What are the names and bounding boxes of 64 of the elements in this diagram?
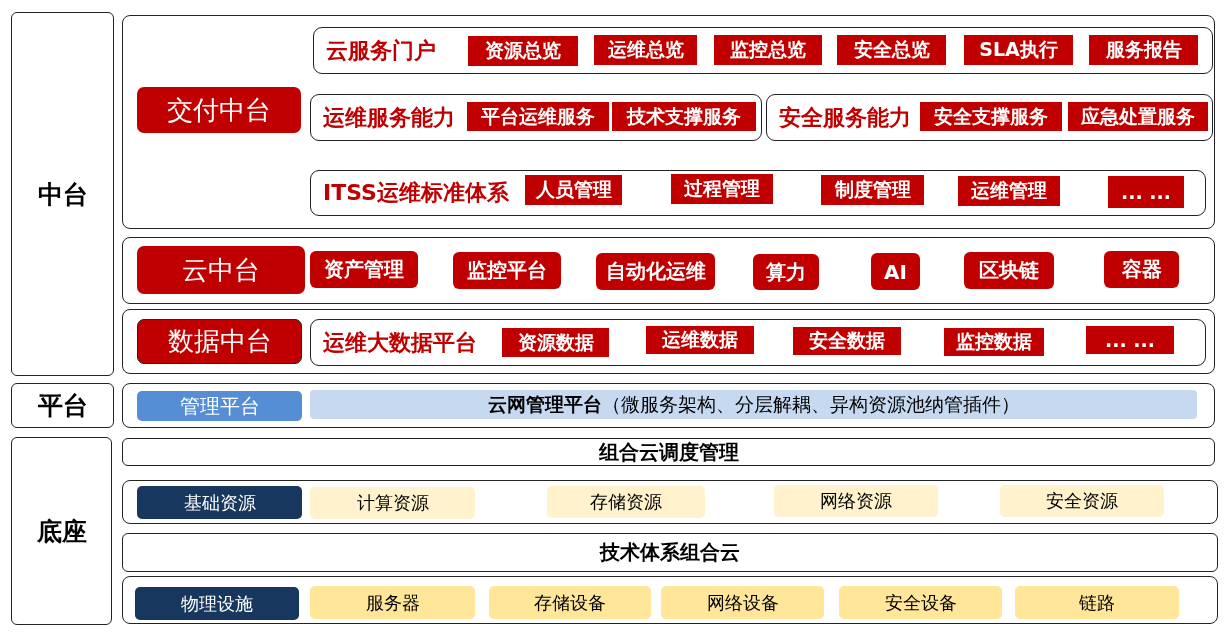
feature-tag: 资源总览 — [468, 36, 578, 66]
feature-tag: 安全总览 — [837, 35, 946, 65]
feature-tag: 技术支撑服务 — [612, 102, 756, 131]
resource-tag: 安全设备 — [839, 586, 1002, 619]
module-title: 数据中台 — [137, 319, 302, 364]
feature-tag: 过程管理 — [671, 174, 773, 204]
feature-tag: 监控数据 — [944, 328, 1044, 356]
service-tag: 监控平台 — [453, 252, 561, 289]
capability-row — [313, 27, 1213, 74]
layer-panel — [122, 576, 1218, 624]
service-tag: AI — [871, 253, 920, 290]
capability-row — [310, 170, 1206, 216]
resource-tag: 网络设备 — [661, 586, 824, 619]
layer-panel — [122, 15, 1215, 229]
resource-tag: 存储资源 — [547, 486, 705, 518]
feature-tag: 安全支撑服务 — [920, 102, 1062, 131]
category-title: 物理设施 — [135, 587, 299, 620]
layer-panel — [122, 237, 1215, 304]
service-tag: 区块链 — [964, 252, 1054, 289]
resource-tag: 计算资源 — [310, 487, 475, 519]
module-title: 交付中台 — [137, 87, 301, 133]
module-title: 云中台 — [137, 246, 305, 294]
layer-panel — [122, 480, 1218, 524]
layer-bar: 技术体系组合云 — [122, 533, 1218, 572]
feature-tag: 制度管理 — [821, 175, 924, 205]
feature-tag: 人员管理 — [525, 175, 622, 205]
row-heading: ITSS运维标准体系 — [323, 180, 509, 206]
feature-tag: 运维管理 — [958, 176, 1060, 206]
feature-tag: 运维数据 — [646, 326, 754, 354]
service-tag: 自动化运维 — [596, 253, 715, 290]
resource-tag: 服务器 — [310, 586, 475, 619]
capability-row — [310, 319, 1206, 366]
feature-tag: 安全数据 — [793, 327, 901, 355]
layer-label: 底座 — [11, 437, 112, 625]
resource-tag: 安全资源 — [1000, 485, 1164, 517]
row-heading: 安全服务能力 — [779, 104, 911, 131]
feature-tag: 监控总览 — [714, 35, 822, 65]
layer-label: 平台 — [11, 383, 114, 428]
row-heading: 云服务门户 — [326, 37, 436, 64]
service-tag: 算力 — [753, 254, 819, 290]
feature-tag: ... ... — [1108, 176, 1184, 208]
layer-label: 中台 — [11, 12, 114, 376]
category-title: 基础资源 — [137, 486, 302, 519]
feature-tag: 资源数据 — [502, 328, 609, 357]
layer-panel — [122, 309, 1215, 374]
row-heading: 运维大数据平台 — [323, 329, 477, 356]
feature-tag: 运维总览 — [594, 35, 697, 65]
resource-tag: 链路 — [1015, 586, 1179, 619]
resource-tag: 网络资源 — [774, 485, 938, 517]
feature-tag: 应急处置服务 — [1068, 102, 1208, 131]
module-title: 管理平台 — [137, 391, 302, 421]
capability-row — [766, 94, 1213, 141]
layer-bar: 组合云调度管理 — [122, 438, 1215, 466]
service-tag: 容器 — [1104, 251, 1179, 288]
resource-tag: 存储设备 — [489, 586, 651, 619]
row-heading: 运维服务能力 — [323, 104, 455, 131]
service-tag: 资产管理 — [310, 251, 418, 288]
feature-tag: 服务报告 — [1089, 35, 1198, 65]
feature-tag: ... ... — [1086, 326, 1174, 354]
layer-panel — [122, 383, 1215, 428]
platform-bar: 云网管理平台（微服务架构、分层解耦、异构资源池纳管插件） — [310, 390, 1197, 419]
feature-tag: SLA执行 — [964, 35, 1073, 65]
capability-row — [310, 94, 762, 141]
feature-tag: 平台运维服务 — [467, 102, 609, 131]
